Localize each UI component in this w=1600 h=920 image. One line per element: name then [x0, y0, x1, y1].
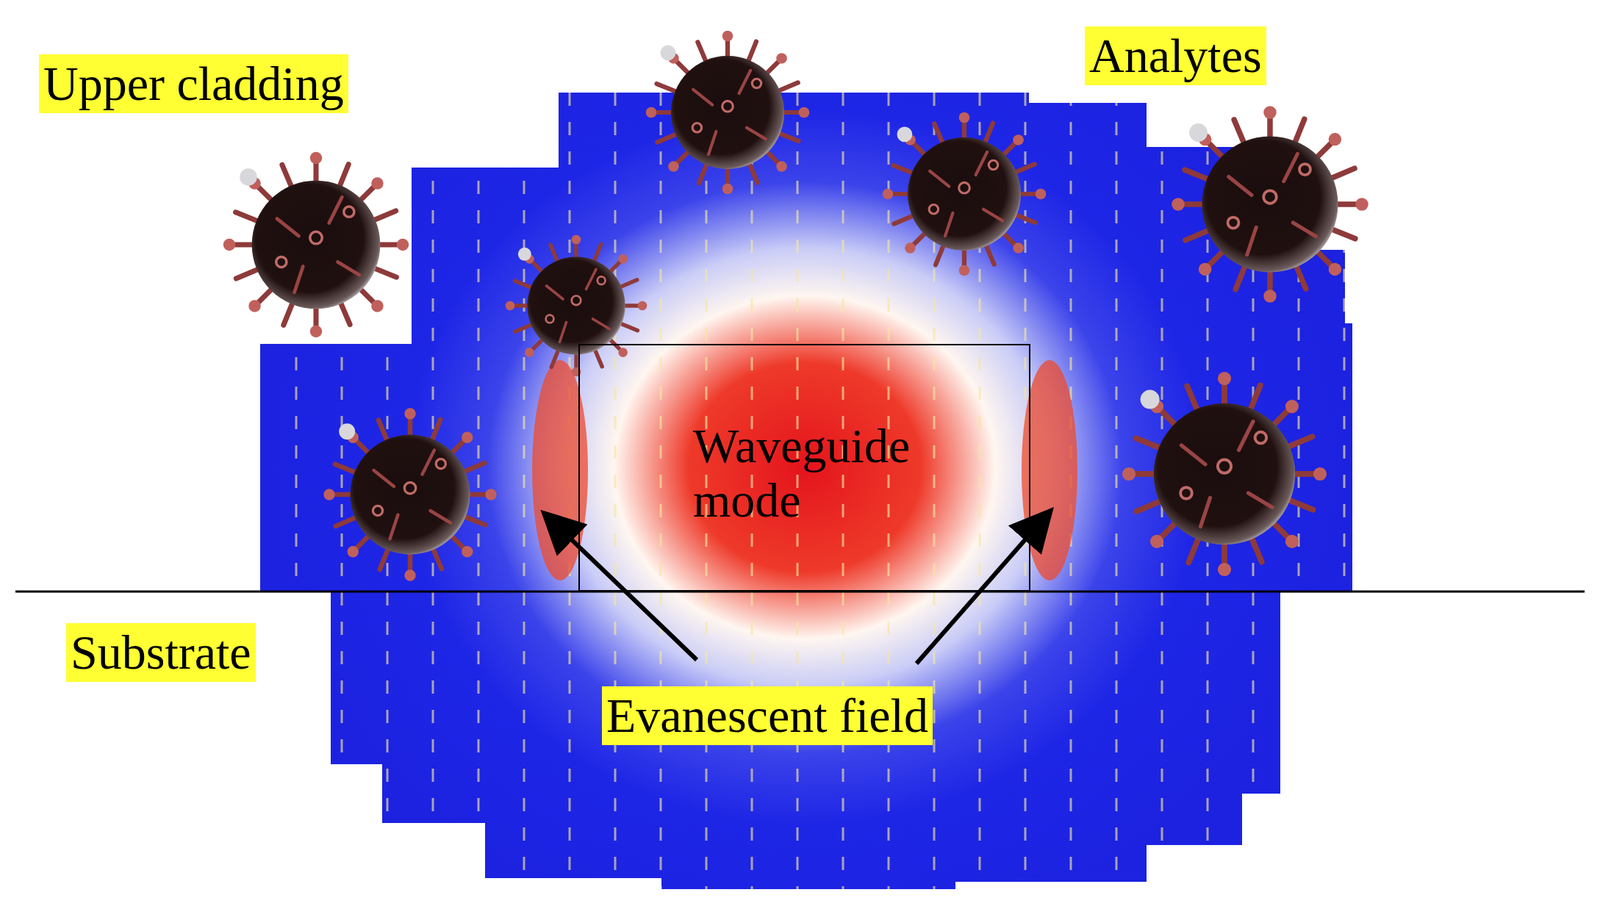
- highlight-label: Analytes: [1084, 26, 1267, 86]
- highlight-label: Upper cladding: [38, 54, 349, 114]
- leader-arrow: [916, 513, 1049, 664]
- highlight-label: Evanescent field: [601, 686, 933, 746]
- field-vectors: [260, 92, 1353, 890]
- leader-arrow: [546, 515, 697, 660]
- node-label: Waveguide mode: [693, 418, 943, 528]
- analyte-virus: [223, 30, 1369, 582]
- field-region: [260, 92, 1353, 890]
- waveguide-core: Waveguide mode: [578, 343, 1031, 592]
- highlight-label: Substrate: [66, 623, 256, 683]
